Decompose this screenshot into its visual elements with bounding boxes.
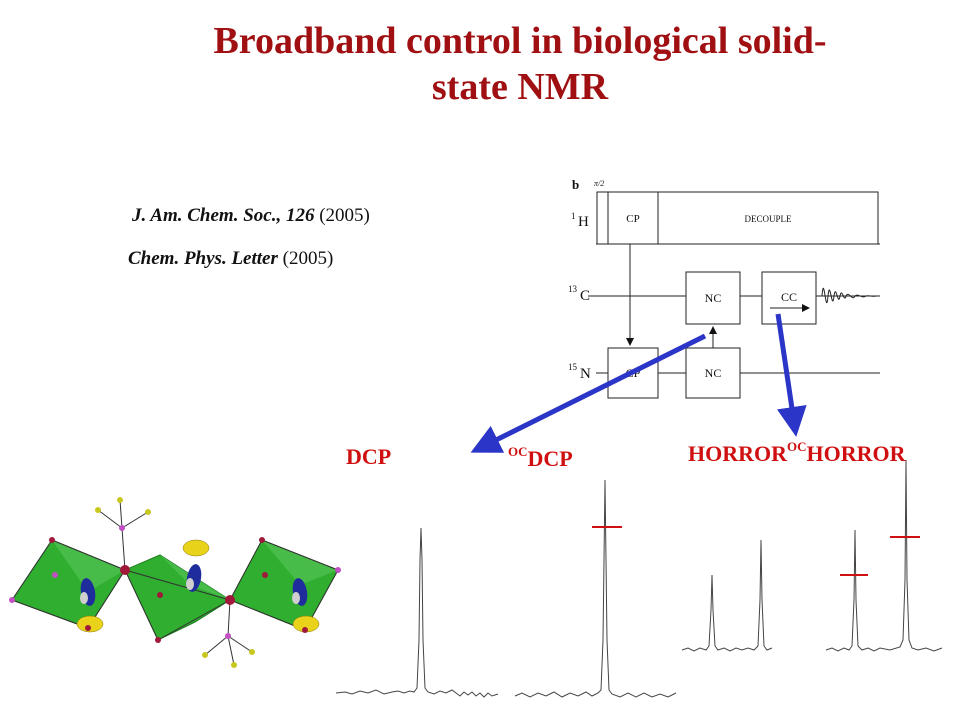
c-cc-label: CC [781,290,797,304]
facet [52,540,125,592]
spectrum-oc-horror [825,459,943,652]
reference-year: (2005) [282,248,334,269]
label-oc-horror-text: HORROR [806,441,906,466]
pi-half-pulse-block [596,191,609,245]
reference-journal: Chem. Phys. Letter [128,248,278,269]
decouple-block [657,191,879,245]
title-line-2: state NMR [431,66,609,108]
c-nc-block [685,271,741,325]
n-mass-number: 15 [568,362,578,372]
intensity-markers [592,526,920,576]
c-nc-label: NC [705,291,722,305]
pulse-sequence-diagram: b π/2 1 H 13 C 15 N CP DECOUPLE NC CC CP… [568,177,880,399]
label-oc-dcp-text: DCP [527,446,573,471]
title-line-1: Broadband control in biological solid- [213,20,827,62]
decouple-label: DECOUPLE [745,214,793,224]
arrow-to-horror [775,313,807,437]
spectrum-oc-dcp [514,479,677,698]
label-horror: HORROROCHORROR [688,439,906,467]
reference-journal: J. Am. Chem. Soc., 126 [132,205,315,226]
label-oc-prefix: OC [508,444,528,459]
c-cc-block [761,271,817,325]
ellipsoid-yellow [76,615,104,633]
pulse-label: π/2 [594,179,604,188]
spectrum-horror [681,539,773,652]
label-dcp: DCP [346,444,392,469]
label-horror-text: HORROR [688,441,787,466]
reference-cpl: Chem. Phys. Letter (2005) [128,248,333,270]
fid-signal [821,287,877,304]
spectra [335,459,943,698]
facet [262,540,338,585]
n-channel-label: N [580,366,591,382]
molecular-structure [9,497,341,668]
h-channel-label: H [578,214,589,230]
reference-jacs: J. Am. Chem. Soc., 126 (2005) [132,205,370,227]
h-cp-label: CP [626,213,639,225]
ellipsoid-yellow [182,539,210,557]
arrow-to-dcp [470,333,707,453]
c-mass-number: 13 [568,284,578,294]
panel-label: b [572,177,579,192]
ellipsoid-grey [292,592,300,604]
n-nc-label: NC [705,366,722,380]
c-channel-label: C [580,288,590,304]
ellipsoid-grey [186,578,194,590]
reference-year: (2005) [319,205,370,226]
h-cp-block [607,191,659,245]
label-oc-prefix: OC [787,439,807,454]
label-oc-dcp: OCDCP [508,444,573,472]
slide-title: Broadband control in biological solid- s… [140,18,900,110]
h-mass-number: 1 [571,211,576,221]
spectrum-dcp [335,527,499,698]
ellipsoid-grey [80,592,88,604]
